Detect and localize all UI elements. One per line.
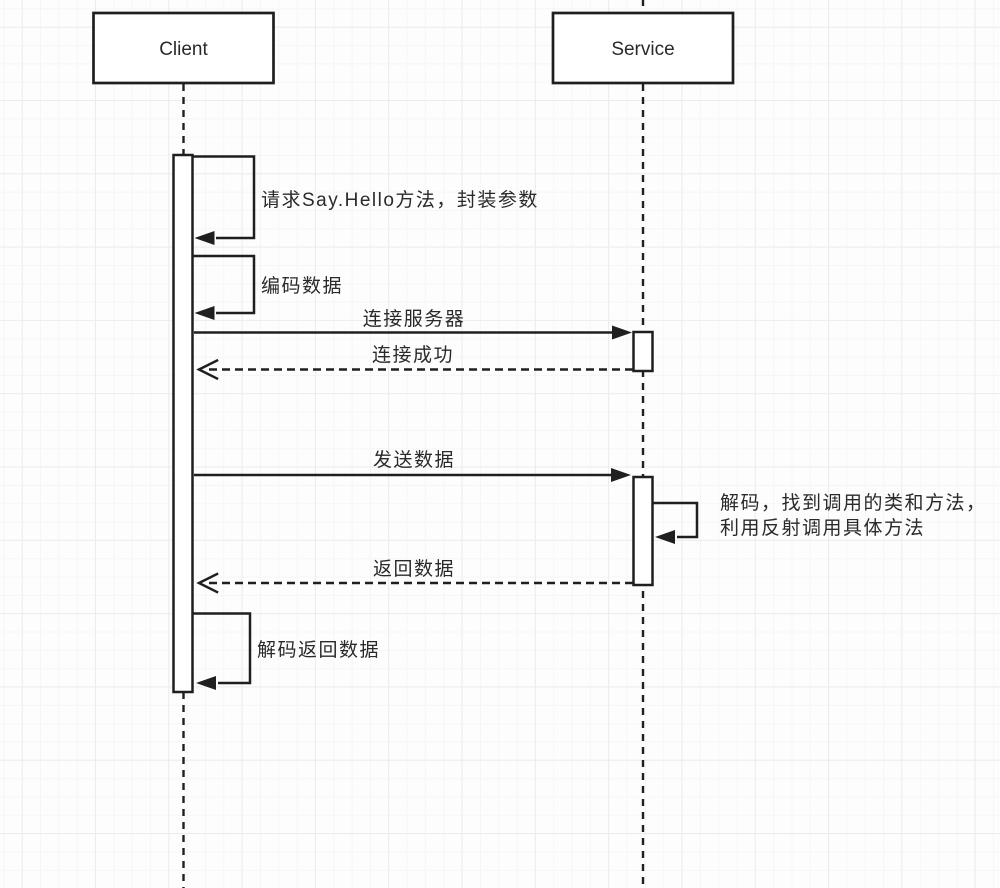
message-connect-success-label: 连接成功 [372,344,454,366]
arrowhead-filled-right-icon [611,468,631,482]
message-decode-reflect[interactable]: 解码，找到调用的类和方法， 利用反射调用具体方法 [652,492,987,544]
arrowhead-filled-left-icon [194,306,215,320]
service-actor-label: Service [611,39,674,60]
message-connect-success[interactable]: 连接成功 [196,344,633,381]
message-return-data[interactable]: 返回数据 [196,558,633,594]
service-activation-bar-connect[interactable] [632,330,654,373]
message-request-sayhello[interactable]: 请求Say.Hello方法，封装参数 [193,155,539,246]
message-decode-return-data-label: 解码返回数据 [257,639,380,661]
service-actor[interactable]: Service [551,11,735,85]
client-activation-bar[interactable] [172,153,194,694]
client-actor[interactable]: Client [92,11,275,85]
message-decode-reflect-path [652,501,699,539]
arrowhead-open-left-icon [196,358,219,381]
message-return-data-label: 返回数据 [373,558,455,580]
message-request-sayhello-label: 请求Say.Hello方法，封装参数 [261,189,539,211]
message-send-data-label: 发送数据 [373,449,455,471]
arrowhead-filled-right-icon [612,325,632,340]
message-connect-server-label: 连接服务器 [363,308,466,330]
service-actor-box[interactable] [551,11,735,85]
message-decode-return-data[interactable]: 解码返回数据 [192,612,381,691]
arrowhead-filled-left-icon [655,530,675,544]
arrowhead-filled-left-icon [196,676,216,690]
client-actor-box[interactable] [92,11,275,85]
message-request-sayhello-path [193,155,256,240]
message-encode-data-label: 编码数据 [261,275,343,297]
arrowhead-filled-left-icon [194,231,215,245]
message-decode-reflect-label-line1: 解码，找到调用的类和方法， [720,492,987,514]
service-activation-bar-process[interactable] [632,475,654,587]
message-decode-reflect-label-line2: 利用反射调用具体方法 [720,517,925,539]
client-actor-label: Client [159,39,208,60]
message-send-data[interactable]: 发送数据 [194,449,631,482]
arrowhead-open-left-icon [196,572,219,594]
message-encode-data-path [193,254,256,315]
message-connect-server[interactable]: 连接服务器 [194,308,632,340]
message-decode-return-data-path [192,612,252,685]
message-encode-data[interactable]: 编码数据 [193,254,343,320]
